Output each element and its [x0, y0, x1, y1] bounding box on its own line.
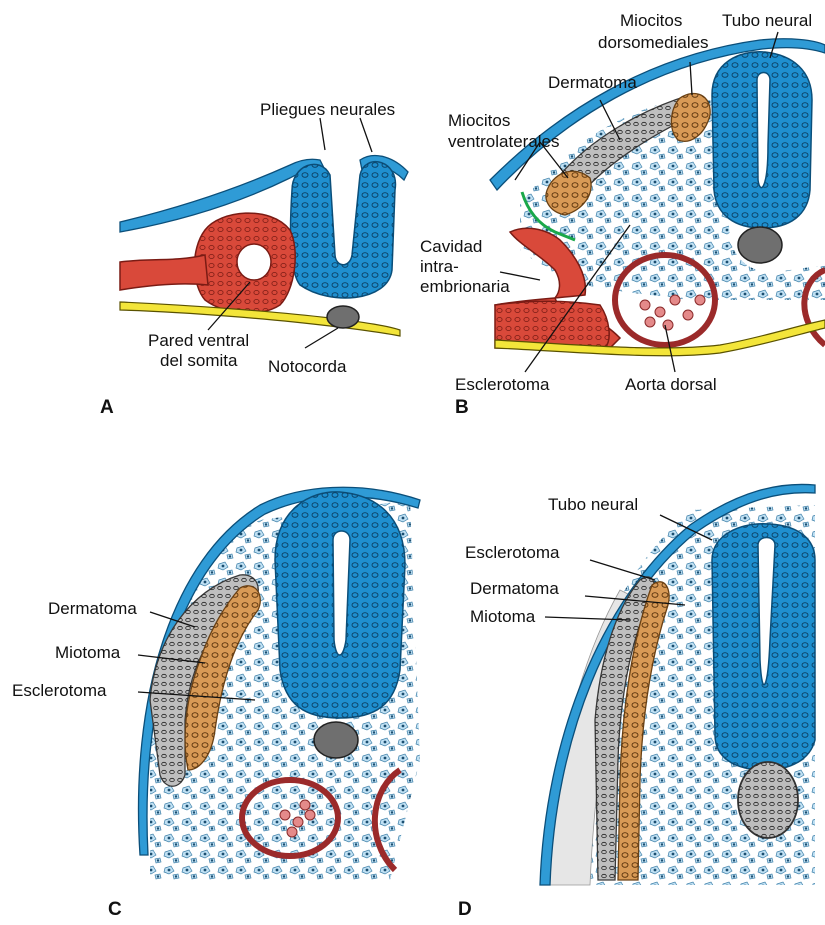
label-dermatoma-c: Dermatoma — [48, 599, 137, 618]
label-pliegues-neurales: Pliegues neurales — [260, 100, 395, 119]
panel-a: Pliegues neurales Pared ventral del somi… — [100, 100, 408, 418]
leader-neural-folds — [320, 118, 372, 152]
notochord-c — [314, 722, 358, 758]
leader-dorsomedial — [690, 62, 692, 95]
label-miotoma-c: Miotoma — [55, 643, 121, 662]
label-miocitos-dm-2: dorsomediales — [598, 33, 709, 52]
label-esclerotoma-c: Esclerotoma — [12, 681, 107, 700]
label-miocitos-vl-2: ventrolaterales — [448, 132, 560, 151]
label-pared-ventral-1: Pared ventral — [148, 331, 249, 350]
label-cavidad-2: intra- — [420, 257, 459, 276]
notochord-a — [327, 306, 359, 328]
label-miocitos-vl-1: Miocitos — [448, 111, 510, 130]
label-tubo-neural-d: Tubo neural — [548, 495, 638, 514]
label-esclerotoma-d: Esclerotoma — [465, 543, 560, 562]
paraxial-mesoderm-a — [120, 255, 208, 290]
label-pared-ventral-2: del somita — [160, 351, 238, 370]
notochord-d-cells — [738, 762, 798, 838]
label-miotoma-d: Miotoma — [470, 607, 536, 626]
label-cavidad-3: embrionaria — [420, 277, 510, 296]
somite-cavity — [237, 244, 271, 280]
panel-letter-d: D — [458, 899, 472, 920]
notochord-b — [738, 227, 782, 263]
label-miocitos-dm-1: Miocitos — [620, 11, 682, 30]
panel-letter-c: C — [108, 899, 122, 920]
leader-notochord-a — [305, 328, 338, 348]
label-cavidad-1: Cavidad — [420, 237, 482, 256]
label-esclerotoma-b: Esclerotoma — [455, 375, 550, 394]
panel-c: Dermatoma Miotoma Esclerotoma C — [12, 487, 420, 920]
panel-d: Tubo neural Esclerotoma Dermatoma Miotom… — [458, 484, 815, 920]
panel-letter-b: B — [455, 397, 469, 418]
neural-folds-cells — [290, 162, 395, 298]
panel-b: Miocitos dorsomediales Tubo neural Derma… — [420, 11, 825, 418]
label-notocorda: Notocorda — [268, 357, 347, 376]
label-tubo-neural-b: Tubo neural — [722, 11, 812, 30]
panel-letter-a: A — [100, 397, 114, 418]
label-dermatoma-d: Dermatoma — [470, 579, 559, 598]
label-dermatoma-b: Dermatoma — [548, 73, 637, 92]
blood-cells-b — [640, 295, 705, 330]
label-aorta-dorsal: Aorta dorsal — [625, 375, 717, 394]
